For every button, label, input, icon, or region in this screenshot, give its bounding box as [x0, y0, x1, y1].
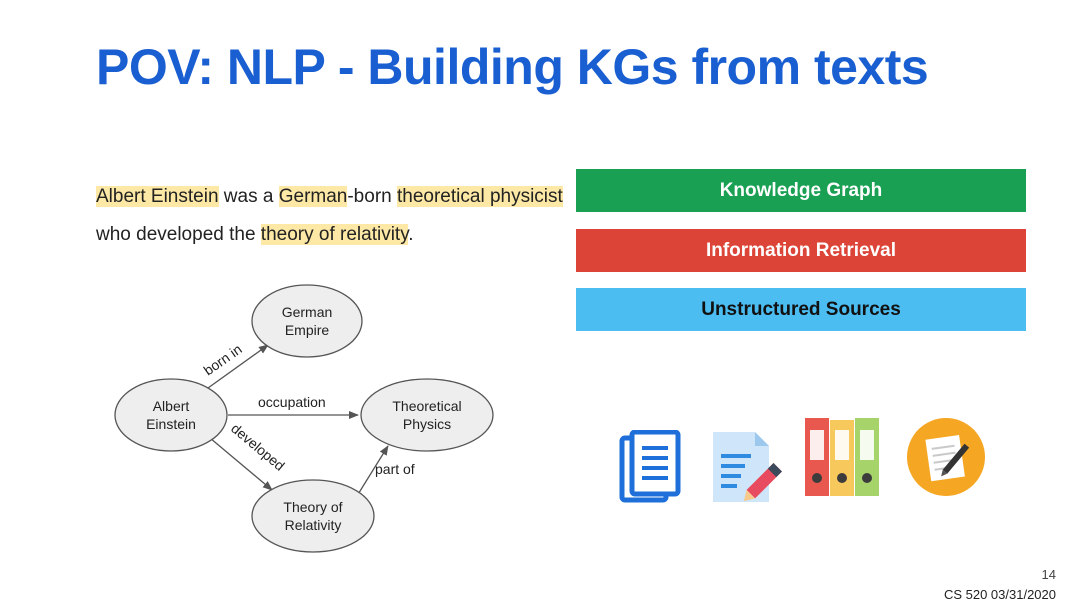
- edge-developed: [209, 437, 273, 491]
- entity-theory-of-relativity: theory of relativity: [260, 224, 409, 245]
- node-theory-of-relativity: Theory of Relativity: [251, 479, 375, 553]
- example-sentence: Albert Einstein was a German-born theore…: [96, 178, 566, 254]
- svg-text:Theory of: Theory of: [283, 499, 342, 515]
- sentence-text: -born: [347, 186, 397, 207]
- note-pen-icon: [907, 418, 985, 496]
- edge-label-born-in: born in: [201, 341, 245, 379]
- information-retrieval-bar: Information Retrieval: [576, 229, 1026, 272]
- documents-icon: [619, 430, 681, 503]
- node-theoretical-physics: Theoretical Physics: [360, 378, 494, 452]
- knowledge-graph-diagram: born in occupation developed part of Ger…: [114, 284, 494, 553]
- edge-label-part-of: part of: [375, 461, 415, 477]
- knowledge-graph-bar: Knowledge Graph: [576, 169, 1026, 212]
- svg-text:Theoretical: Theoretical: [392, 398, 461, 414]
- svg-text:Empire: Empire: [285, 322, 330, 338]
- edge-label-developed: developed: [228, 420, 288, 474]
- svg-text:German: German: [282, 304, 333, 320]
- entity-german: German: [278, 186, 348, 207]
- sentence-text: was a: [218, 186, 279, 207]
- unstructured-sources-bar: Unstructured Sources: [576, 288, 1026, 331]
- page-number: 14: [1041, 567, 1056, 582]
- slide-title: POV: NLP - Building KGs from texts: [96, 39, 929, 95]
- svg-text:Einstein: Einstein: [146, 416, 196, 432]
- svg-text:Albert: Albert: [153, 398, 190, 414]
- entity-theoretical-physicist: theoretical physicist: [397, 186, 563, 207]
- document-edit-icon: [713, 432, 782, 502]
- entity-albert-einstein: Albert Einstein: [96, 186, 219, 207]
- binders-icon: [805, 418, 879, 496]
- course-date: CS 520 03/31/2020: [943, 587, 1056, 602]
- sentence-text: who developed the: [96, 224, 261, 245]
- svg-text:Physics: Physics: [403, 416, 451, 432]
- svg-text:Relativity: Relativity: [285, 517, 342, 533]
- edge-label-occupation: occupation: [258, 394, 326, 410]
- node-albert-einstein: Albert Einstein: [114, 378, 228, 452]
- node-german-empire: German Empire: [251, 284, 363, 358]
- sentence-text: .: [408, 224, 414, 245]
- edge-born-in: [207, 344, 269, 389]
